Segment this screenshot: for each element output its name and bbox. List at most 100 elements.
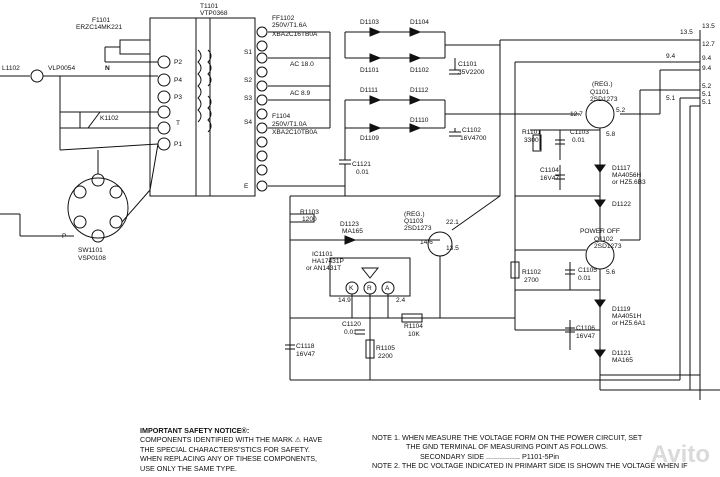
ic-pin-r: R [367, 285, 372, 292]
q1101-note: (REG.) [592, 81, 613, 88]
voltage-2-4: 2.4 [396, 297, 405, 304]
safety-line-4: USE ONLY THE SAME TYPE. [140, 463, 237, 473]
ic-ref: IC1101 [312, 251, 333, 258]
pin-p2: P2 [174, 59, 182, 66]
pin-s3: S3 [244, 95, 252, 102]
fuse-1-rating: 250V/T1.6A [272, 22, 307, 29]
diode-d1117-alt: or HZ5.6B3 [612, 179, 646, 186]
transformer-body [149, 17, 256, 197]
diode-d1122: D1122 [612, 201, 631, 208]
output-1: 13.5 [702, 23, 715, 30]
safety-line-3: WHEN REPLACING ANY OF TIHESE COMPONENTS, [140, 454, 318, 464]
cap-c1102: C1102 [462, 127, 481, 134]
fuse-module-part: ERZC14MK221 [76, 24, 123, 31]
safety-notice: IMPORTANT SAFETY NOTICE®: COMPONENTS IDE… [140, 426, 360, 473]
fuse-2-rating: 250V/T1.0A [272, 121, 307, 128]
safety-title: IMPORTANT SAFETY NOTICE®: [140, 426, 250, 435]
switch-ref: SW1101 [78, 247, 103, 254]
cap-c1106: C1106 [576, 325, 595, 332]
pin-t: T [176, 120, 180, 127]
voltage-13-5-q1103: 13.5 [446, 245, 459, 252]
voltage-14-6: 14.6 [420, 239, 433, 246]
safety-line-2: THE SPECIAL CHARACTERS"STICS FOR SAFETY. [140, 444, 310, 454]
ic-pin-k: K [349, 285, 354, 292]
diode-d1104: D1104 [410, 19, 429, 26]
switch-pin: P [62, 233, 67, 240]
diode-d1119-alt: or HZ5.6A1 [612, 320, 646, 327]
cap-c1105-value: 0.01 [578, 275, 591, 282]
diode-d1117-part: MA4056H [612, 172, 642, 179]
res-r1101-value: 3300 [524, 137, 539, 144]
measurement-note: NOTE 1. WHEN MEASURE THE VOLTAGE FORM ON… [372, 433, 718, 471]
q1101-ref: Q1101 [590, 89, 610, 96]
res-r1105: R1105 [376, 345, 395, 352]
voltage-14-9: 14.9 [338, 297, 351, 304]
voltage-5-6: 5.6 [606, 269, 615, 276]
output-5: 5.2 [702, 83, 711, 90]
ic-part: HA17431P [312, 258, 344, 265]
res-r1105-value: 2200 [378, 353, 393, 360]
fuse-1-ac: AC 18.0 [290, 61, 314, 68]
cap-c1121: C1121 [352, 161, 371, 168]
output-4: 9.4 [702, 65, 711, 72]
cap-c1103: C1103 [570, 129, 589, 136]
diode-d1112: D1112 [410, 87, 429, 94]
diode-d1119-part: MA4051H [612, 313, 642, 320]
fuse-module-ref: F1101 [92, 17, 111, 24]
ic-alt: or AN1431T [306, 265, 341, 272]
cap-c1101: C1101 [458, 61, 477, 68]
cap-c1105: C1105 [578, 267, 597, 274]
switch-part: VSP0108 [78, 255, 106, 262]
pin-s1: S1 [244, 49, 252, 56]
diode-d1123-part: MA165 [342, 228, 363, 235]
diode-d1110: D1110 [410, 117, 429, 124]
res-r1104: R1104 [404, 323, 423, 330]
q1102-part: 2SD1273 [594, 243, 622, 250]
diode-d1117: D1117 [612, 165, 631, 172]
pin-e: E [244, 183, 249, 190]
line-label: N [105, 65, 110, 72]
diode-d1109: D1109 [360, 135, 379, 142]
diode-d1119: D1119 [612, 306, 631, 313]
output-3: 9.4 [702, 55, 711, 62]
voltage-5-8: 5.8 [606, 131, 615, 138]
voltage-13-5-top: 13.5 [680, 29, 693, 36]
input-connector-part: VLP0054 [48, 65, 75, 72]
voltage-5-2: 5.2 [616, 107, 625, 114]
q1103-part: 2SD1273 [404, 225, 432, 232]
cap-c1106-value: 16V47 [576, 333, 595, 340]
fuse-2-ref: F1104 [272, 113, 291, 120]
fuse-1-ref: FF1102 [272, 15, 295, 22]
relay-ref: K1102 [100, 115, 119, 122]
note-line-1: NOTE 1. WHEN MEASURE THE VOLTAGE FORM ON… [372, 433, 643, 442]
cap-c1120: C1120 [342, 321, 361, 328]
cap-c1103-value: 0.01 [572, 137, 585, 144]
voltage-12-7: 12.7 [570, 111, 583, 118]
q1102-ref: Q1102 [594, 236, 614, 243]
note-line-4: NOTE 2. THE DC VOLTAGE INDICATED IN PRIM… [372, 461, 688, 471]
res-r1102-value: 2700 [524, 277, 539, 284]
pin-s2: S2 [244, 77, 252, 84]
diode-d1102: D1102 [410, 67, 429, 74]
diode-d1111: D1111 [360, 87, 378, 94]
diode-d1103: D1103 [360, 19, 379, 26]
voltage-5-1: 5.1 [666, 95, 675, 102]
cap-c1118-value: 16V47 [296, 351, 315, 358]
res-r1101: R1101 [522, 129, 541, 136]
q1103-note: (REG.) [404, 211, 425, 218]
diode-d1123: D1123 [340, 221, 359, 228]
cap-c1121-value: 0.01 [356, 169, 369, 176]
output-6: 5.1 [702, 91, 711, 98]
cap-c1104: C1104 [540, 167, 559, 174]
res-r1103: R1103 [300, 209, 319, 216]
transformer-part: VTP0368 [200, 10, 228, 17]
voltage-9-4: 9.4 [666, 53, 675, 60]
q1101-part: 2SD1273 [590, 96, 618, 103]
output-2: 12.7 [702, 41, 715, 48]
output-7: 5.1 [702, 99, 711, 106]
res-r1103-value: 1200 [302, 216, 317, 223]
pin-s4: S4 [244, 119, 252, 126]
pin-p1: P1 [174, 141, 182, 148]
fuse-2-part: XBA2C10TB0A [272, 129, 318, 136]
note-line-3: SECONDARY SIDE ................. P1101-5… [420, 451, 560, 461]
